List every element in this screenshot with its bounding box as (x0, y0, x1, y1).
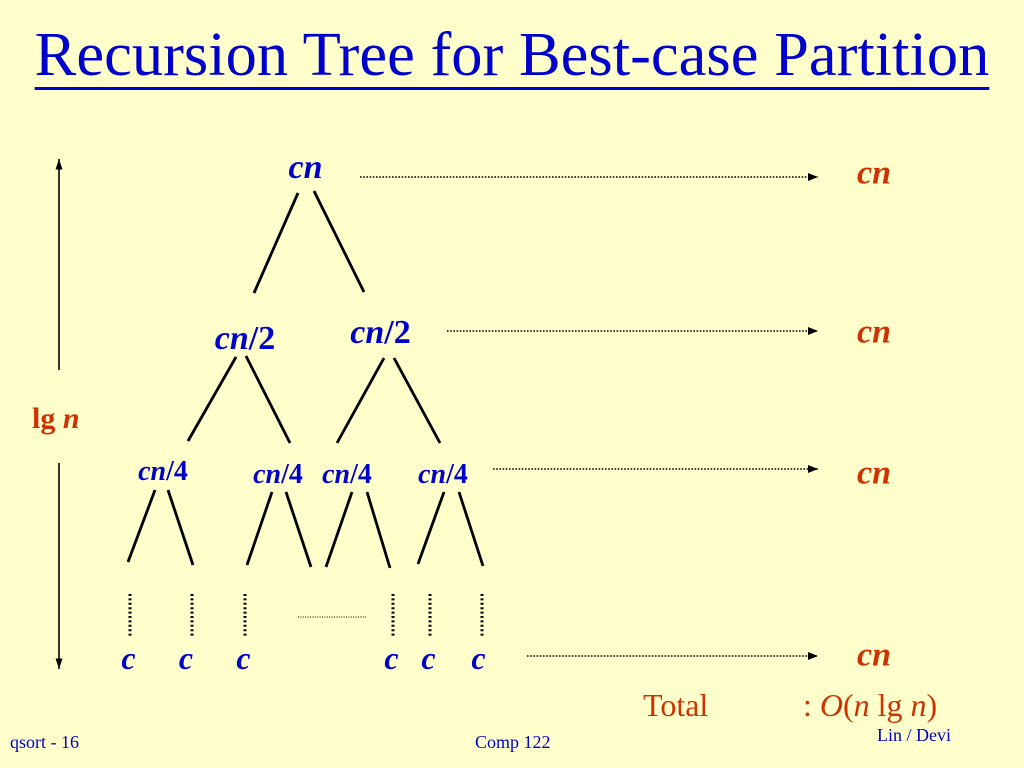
tree-edge (166, 489, 195, 566)
footer-slide-number: qsort - 16 (10, 732, 79, 752)
level-cost-label: cn (857, 155, 891, 192)
tree-ellipsis (128, 594, 484, 636)
total-n: n (911, 687, 927, 723)
total-lg: lg (878, 687, 903, 723)
total-close-paren: ) (927, 687, 938, 723)
tree-edge (324, 491, 354, 568)
node-divisor: /2 (248, 320, 275, 357)
tree-edge (312, 190, 366, 293)
node-root: cn (289, 149, 323, 186)
leaf-node: c (179, 640, 193, 676)
node-level2: cn/4 (138, 456, 188, 487)
total-open-paren: ( (843, 687, 854, 723)
tree-edge (284, 491, 313, 568)
tree-edges (126, 190, 485, 569)
node-level1: cn/2 (350, 314, 410, 351)
node-var: cn (350, 314, 384, 351)
tree-edge (392, 357, 442, 444)
depth-label: lg n (32, 402, 80, 435)
total-big-o: O (820, 687, 843, 723)
node-var: cn (322, 459, 350, 490)
node-var: cn (215, 320, 249, 357)
depth-n: n (63, 402, 80, 435)
depth-lg: lg (32, 402, 55, 435)
tree-edge (416, 491, 446, 565)
node-divisor: /4 (280, 459, 303, 490)
total-colon: : (803, 687, 812, 723)
node-divisor: /4 (445, 459, 468, 490)
footer-authors: Lin / Devi (877, 725, 951, 745)
leaf-node: c (121, 640, 135, 676)
level-costs: cn cn cn cn (857, 155, 891, 674)
node-level1: cn/2 (215, 320, 275, 357)
tree-edge (245, 491, 274, 566)
node-divisor: /4 (165, 456, 188, 487)
tree-edge (335, 357, 386, 444)
tree-edge (186, 356, 238, 442)
tree-edge (252, 192, 300, 294)
level-cost-label: cn (857, 455, 891, 492)
node-var: cn (289, 149, 323, 186)
node-divisor: /2 (383, 314, 410, 351)
slide-footer: qsort - 16 Comp 122 Lin / Devi (10, 725, 951, 752)
tree-edge (126, 489, 157, 563)
footer-course: Comp 122 (475, 732, 551, 752)
tree-nodes: cn cn/2 cn/2 cn/4 cn/4 cn/4 cn/4 c c c c… (121, 149, 485, 676)
leaf-node: c (384, 640, 398, 676)
level-cost-label: cn (857, 637, 891, 674)
depth-axis: lg n (32, 159, 80, 669)
node-level2: cn/4 (253, 459, 303, 490)
node-level2: cn/4 (418, 459, 468, 490)
node-divisor: /4 (349, 459, 372, 490)
level-cost-arrows (360, 173, 818, 660)
total-label: Total (643, 687, 708, 723)
total-row: Total : O(n lg n) (643, 687, 937, 723)
tree-edge (365, 491, 392, 569)
leaf-node: c (471, 640, 485, 676)
node-var: cn (253, 459, 281, 490)
total-expression: : O(n lg n) (803, 687, 937, 723)
level-cost-label: cn (857, 314, 891, 351)
slide-title: Recursion Tree for Best-case Partition (34, 19, 990, 89)
leaf-node: c (236, 640, 250, 676)
node-level2: cn/4 (322, 459, 372, 490)
node-var: cn (138, 456, 166, 487)
node-var: cn (418, 459, 446, 490)
tree-edge (457, 491, 485, 567)
leaf-node: c (421, 640, 435, 676)
tree-edge (244, 355, 292, 444)
total-n: n (854, 687, 870, 723)
